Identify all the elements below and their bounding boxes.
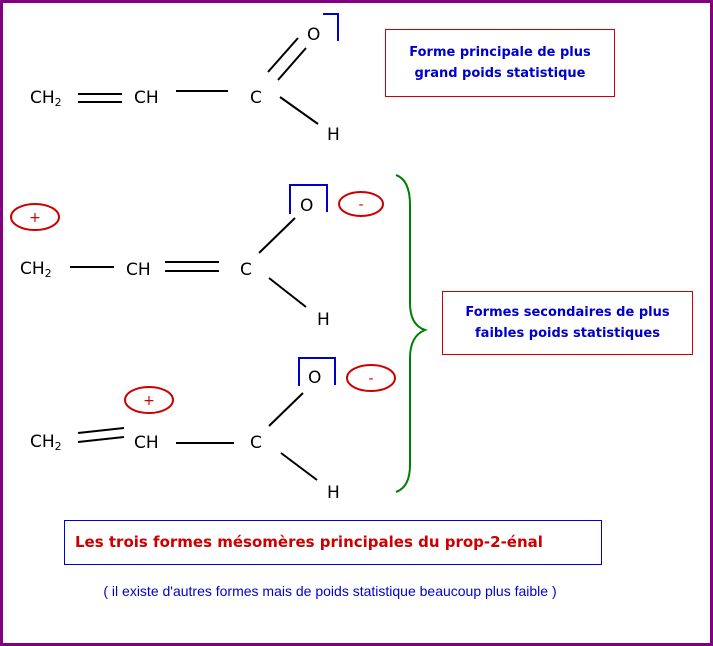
curly-brace (395, 174, 428, 493)
atom-ch: CH (134, 433, 159, 453)
atom-o: O (308, 368, 321, 388)
note-forme-principale: Forme principale de plus grand poids sta… (385, 29, 615, 97)
minus-sign: - (358, 197, 363, 213)
note-line: faibles poids statistiques (475, 326, 660, 341)
atom-ch2: CH2 (20, 259, 52, 280)
lone-pair-mark (298, 357, 336, 386)
note-line: Formes secondaires de plus (465, 305, 670, 320)
single-bond (268, 277, 307, 308)
double-bond-line (77, 436, 125, 443)
negative-charge-circle (338, 191, 384, 217)
lone-pair-mark (289, 184, 328, 214)
structure-secondaire-2: + CH2 CH C O - H (30, 357, 396, 503)
atom-ch2: CH2 (30, 432, 62, 453)
atom-o: O (300, 196, 313, 216)
single-bond (258, 217, 296, 254)
atom-ch: CH (126, 260, 151, 280)
double-bond-line (277, 47, 307, 81)
negative-charge-circle (346, 364, 396, 392)
note-line: grand poids statistique (414, 66, 586, 81)
plus-sign: + (29, 210, 41, 226)
minus-sign: - (368, 371, 373, 387)
atom-c: C (240, 260, 252, 280)
atom-h: H (327, 125, 340, 145)
single-bond (280, 452, 318, 481)
positive-charge-circle (10, 203, 60, 231)
atom-c: C (250, 88, 262, 108)
double-bond-line (77, 427, 125, 434)
single-bond (268, 392, 304, 427)
structure-principale: CH2 CH C O H (30, 13, 340, 145)
plus-sign: + (143, 393, 155, 409)
atom-h: H (317, 310, 330, 330)
atom-c: C (250, 433, 262, 453)
atom-ch: CH (134, 88, 159, 108)
atom-o: O (307, 25, 320, 45)
double-bond-line (267, 37, 299, 73)
diagram-title: Les trois formes mésomères principales d… (64, 520, 602, 565)
single-bond (279, 96, 319, 125)
lone-pair-mark (323, 13, 339, 41)
note-formes-secondaires: Formes secondaires de plus faibles poids… (442, 291, 693, 355)
note-line: Forme principale de plus (409, 45, 591, 60)
atom-h: H (327, 483, 340, 503)
footnote: ( il existe d'autres formes mais de poid… (103, 583, 557, 599)
atom-ch2: CH2 (30, 88, 62, 109)
positive-charge-circle (124, 386, 174, 414)
structure-secondaire-1: + CH2 CH C O - H (10, 184, 384, 330)
